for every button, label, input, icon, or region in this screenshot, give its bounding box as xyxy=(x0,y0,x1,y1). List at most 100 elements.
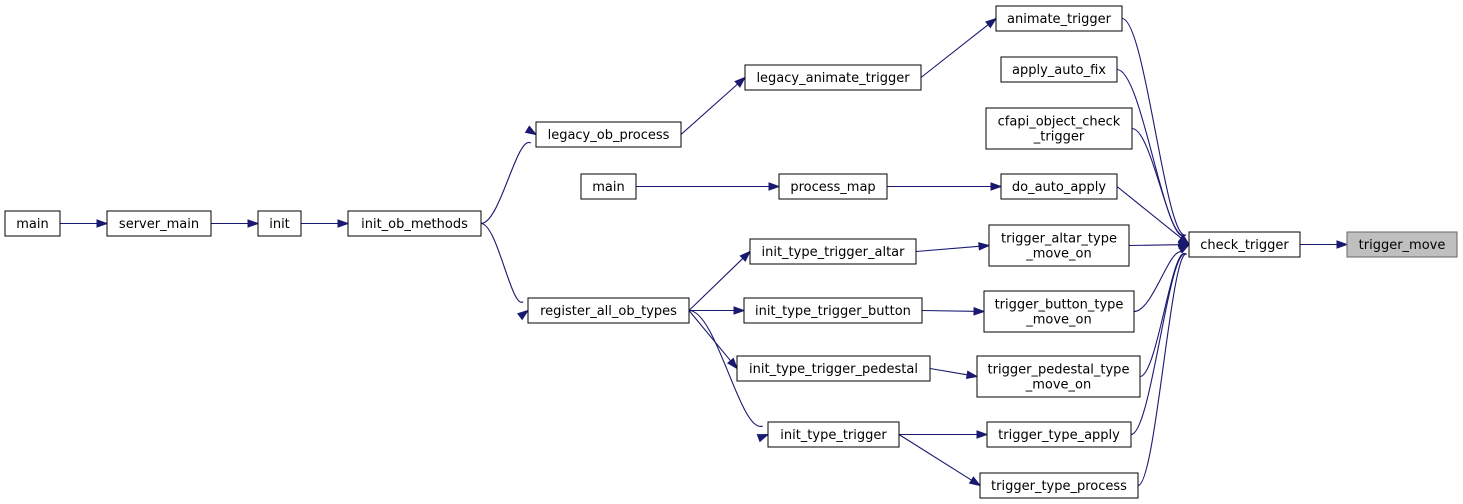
node-label: _move_on xyxy=(1025,378,1092,393)
node-server-main[interactable]: server_main xyxy=(106,210,212,237)
edge-line xyxy=(480,222,524,303)
node-legacy-ob-process[interactable]: legacy_ob_process xyxy=(535,121,682,148)
edge-init_type_trigger_pedestal-to-trigger_pedestal_type_move_on xyxy=(929,367,979,379)
arrowhead-icon xyxy=(337,219,350,228)
edge-init_ob_methods-to-register_all_ob_types xyxy=(480,222,530,321)
node-main-2[interactable]: main xyxy=(580,173,637,200)
edge-init-to-init_ob_methods xyxy=(301,219,350,228)
edge-line xyxy=(1116,68,1186,236)
node-box xyxy=(535,121,682,148)
edge-line xyxy=(688,310,732,362)
node-process-map[interactable]: process_map xyxy=(778,173,888,200)
node-box xyxy=(744,64,922,91)
edge-check_trigger-to-trigger_move xyxy=(1300,240,1349,249)
node-trigger-move[interactable]: trigger_move xyxy=(1346,231,1458,258)
arrowhead-icon xyxy=(739,250,752,262)
arrowhead-icon xyxy=(985,17,998,29)
node-label: _move_on xyxy=(1025,247,1092,262)
node-label: trigger_move xyxy=(1359,238,1446,253)
node-label: legacy_animate_trigger xyxy=(756,71,910,86)
node-label: legacy_ob_process xyxy=(548,128,670,143)
nodes: trigger_move check_trigger animate_trigger… xyxy=(4,5,1458,499)
arrowhead-icon xyxy=(965,370,979,379)
edge-line xyxy=(898,434,972,481)
edge-legacy_ob_process-to-legacy_animate_trigger xyxy=(680,76,747,135)
node-cfapi-object-check-trigger[interactable]: cfapi_object_check_trigger xyxy=(985,107,1133,150)
arrowhead-icon xyxy=(990,182,1003,191)
arrowhead-icon xyxy=(734,76,747,88)
node-label: main xyxy=(16,217,48,232)
node-label: process_map xyxy=(790,180,875,195)
edge-line xyxy=(1131,127,1185,237)
node-init-type-trigger-altar[interactable]: init_type_trigger_altar xyxy=(749,238,917,265)
edge-line xyxy=(1139,253,1187,378)
node-label: init_type_trigger xyxy=(780,428,887,443)
node-box xyxy=(986,421,1132,448)
node-box xyxy=(106,210,212,237)
node-init-type-trigger[interactable]: init_type_trigger xyxy=(767,421,900,448)
node-trigger-type-process[interactable]: trigger_type_process xyxy=(979,472,1139,499)
node-init[interactable]: init xyxy=(257,210,302,237)
arrowhead-icon xyxy=(978,242,991,251)
node-box xyxy=(976,355,1141,398)
node-box xyxy=(1000,56,1118,83)
edge-init_type_trigger-to-trigger_type_apply xyxy=(899,430,989,439)
node-box xyxy=(985,107,1133,150)
edge-line xyxy=(688,258,744,311)
edge-init_type_trigger-to-trigger_type_process xyxy=(898,434,982,487)
node-label: trigger_pedestal_type xyxy=(988,363,1130,378)
node-box xyxy=(988,224,1130,267)
edge-line xyxy=(1133,251,1183,313)
edge-register_all_ob_types-to-init_type_trigger_button xyxy=(689,306,746,315)
node-animate-trigger[interactable]: animate_trigger xyxy=(995,5,1123,32)
node-init-ob-methods[interactable]: init_ob_methods xyxy=(347,210,482,237)
edge-line xyxy=(1116,186,1182,239)
node-box xyxy=(736,355,931,382)
edge-line xyxy=(1130,253,1187,436)
node-label: main xyxy=(592,180,624,195)
arrowhead-icon xyxy=(976,430,989,439)
edge-line xyxy=(920,24,989,78)
arrowhead-icon xyxy=(756,433,770,443)
node-trigger-type-apply[interactable]: trigger_type_apply xyxy=(986,421,1132,448)
node-apply-auto-fix[interactable]: apply_auto_fix xyxy=(1000,56,1118,83)
node-label: init xyxy=(269,217,290,232)
node-box xyxy=(743,297,923,324)
node-trigger-altar-type-move-on[interactable]: trigger_altar_type_move_on xyxy=(988,224,1130,267)
node-init-type-trigger-pedestal[interactable]: init_type_trigger_pedestal xyxy=(736,355,931,382)
edge-line xyxy=(680,83,738,135)
arrowhead-icon xyxy=(768,182,781,191)
edge-main_2-to-process_map xyxy=(636,182,781,191)
node-box xyxy=(580,173,637,200)
node-label: init_type_trigger_pedestal xyxy=(749,362,918,377)
edge-line xyxy=(1121,17,1187,236)
node-box xyxy=(749,238,917,265)
edge-line xyxy=(915,245,980,253)
edge-line xyxy=(688,309,763,427)
node-trigger-button-type-move-on[interactable]: trigger_button_type_move_on xyxy=(983,290,1135,333)
edge-apply_auto_fix-to-check_trigger xyxy=(1116,68,1191,253)
node-do-auto-apply[interactable]: do_auto_apply xyxy=(1000,173,1118,200)
node-label: init_ob_methods xyxy=(361,217,468,232)
edge-server_main-to-init xyxy=(211,219,260,228)
node-box xyxy=(995,5,1123,32)
node-init-type-trigger-button[interactable]: init_type_trigger_button xyxy=(743,297,923,324)
node-box xyxy=(1188,231,1301,258)
edge-register_all_ob_types-to-init_type_trigger xyxy=(688,309,770,443)
node-check-trigger[interactable]: check_trigger xyxy=(1188,231,1301,258)
node-legacy-animate-trigger[interactable]: legacy_animate_trigger xyxy=(744,64,922,91)
node-label: trigger_altar_type xyxy=(1001,232,1117,247)
arrowhead-icon xyxy=(517,309,530,321)
node-main-1[interactable]: main xyxy=(4,210,61,237)
node-register-all-ob-types[interactable]: register_all_ob_types xyxy=(527,297,690,324)
node-box xyxy=(767,421,900,448)
edge-line xyxy=(921,309,975,312)
node-label: apply_auto_fix xyxy=(1012,63,1106,78)
edge-line xyxy=(1137,253,1188,487)
node-trigger-pedestal-type-move-on[interactable]: trigger_pedestal_type_move_on xyxy=(976,355,1141,398)
node-label: _move_on xyxy=(1025,313,1092,328)
arrowhead-icon xyxy=(96,219,109,228)
edge-line xyxy=(929,367,968,376)
node-label: trigger_type_process xyxy=(991,479,1127,494)
